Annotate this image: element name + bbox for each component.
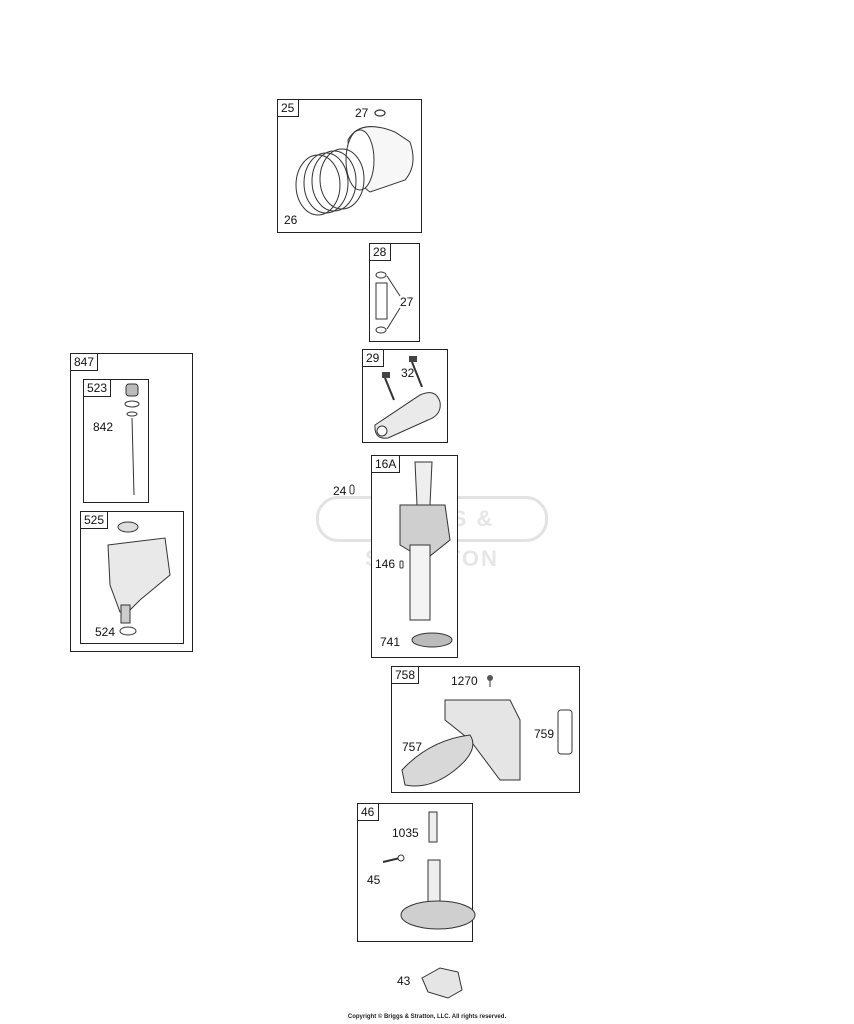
part-label-741: 741 [380,635,401,649]
part-label-759: 759 [534,727,555,741]
part-label-757: 757 [402,740,423,754]
group-28-tag: 28 [369,243,391,261]
copyright-notice: Copyright © Briggs & Stratton, LLC. All … [347,1014,507,1020]
part-label-43: 43 [397,974,411,988]
group-25-tag: 25 [277,99,299,117]
group-758-tag: 758 [391,666,420,684]
part-label-26: 26 [284,213,298,227]
part-label-1270: 1270 [451,674,478,688]
part-label-32: 32 [401,366,415,380]
group-46-tag: 46 [357,803,379,821]
part-label-27-pin: 27 [400,295,414,309]
group-16a-tag: 16A [371,455,401,473]
part-label-27: 27 [355,106,369,120]
part-label-146: 146 [375,557,396,571]
part-label-1035: 1035 [392,826,419,840]
group-847-tag: 847 [70,353,99,371]
part-label-45: 45 [367,873,381,887]
part-label-24: 24 [333,484,347,498]
group-523-box[interactable]: 523 [83,379,149,503]
part-label-842: 842 [93,420,114,434]
group-29-tag: 29 [362,349,384,367]
part-label-524: 524 [95,625,116,639]
group-523-tag: 523 [83,379,112,397]
group-525-tag: 525 [80,511,109,529]
